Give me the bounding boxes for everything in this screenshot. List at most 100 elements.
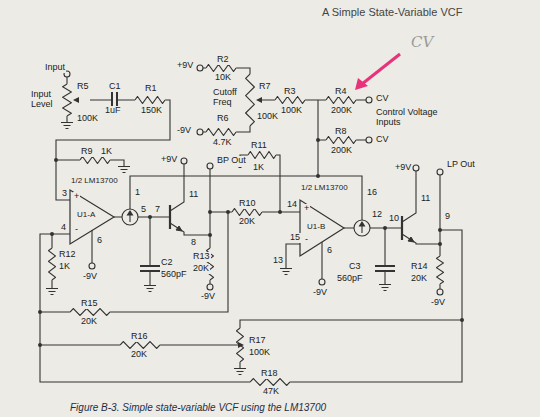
component-label: LP Out <box>446 160 476 170</box>
resistor-symbol <box>232 209 262 216</box>
wire <box>40 68 462 382</box>
ground-symbol <box>46 289 58 295</box>
component-label: R2 <box>216 55 230 65</box>
component-label: 200K <box>330 106 353 116</box>
resistor-symbol <box>275 97 305 104</box>
opamp-symbol <box>300 200 344 256</box>
resistor-symbol <box>135 97 165 104</box>
component-label: 47K <box>262 387 280 397</box>
ground-symbol <box>46 123 391 375</box>
component-label: + <box>303 204 310 214</box>
component-label: 12 <box>371 210 383 220</box>
component-label: R17 <box>248 336 267 346</box>
resistor-symbol <box>326 137 356 144</box>
transistor-symbol <box>408 237 414 242</box>
component-label: -9V <box>176 126 192 136</box>
component-label: 3 <box>61 189 68 199</box>
component-label: 14 <box>286 200 298 210</box>
component-label: +9V <box>160 155 178 165</box>
capacitor-symbol <box>112 92 395 271</box>
transistor-symbol <box>170 205 414 242</box>
component-label: 1K <box>58 262 71 272</box>
component-label: 560pF <box>160 270 188 280</box>
wiper-arrow <box>256 97 262 103</box>
component-label: -9V <box>312 288 328 298</box>
component-label: Input Level <box>30 90 62 110</box>
component-label: 100K <box>248 348 271 358</box>
annotation-arrow <box>362 54 400 84</box>
terminal <box>197 65 203 71</box>
component-label: 1K <box>100 147 113 157</box>
junction-dot <box>54 158 58 162</box>
resistor-symbol <box>237 328 244 362</box>
component-label: R18 <box>260 369 279 379</box>
component-label: 20K <box>80 317 98 327</box>
resistor-symbol <box>250 379 290 386</box>
component-label: CV <box>375 135 390 145</box>
wire <box>40 68 462 382</box>
junction-dot <box>460 318 464 322</box>
resistor-symbol <box>80 157 110 164</box>
component-label: R11 <box>250 141 268 151</box>
component-label: R5 <box>76 82 90 92</box>
junction-dot <box>316 138 320 142</box>
junction-dot <box>208 233 212 237</box>
component-label: - <box>304 235 309 245</box>
component-label: R10 <box>238 199 257 209</box>
component-label: BP Out <box>216 156 247 166</box>
junction-dot <box>148 215 152 219</box>
component-label: CV <box>375 94 390 104</box>
component-label: 1K <box>252 163 265 173</box>
component-label: R4 <box>334 87 348 97</box>
component-label: - <box>74 225 79 235</box>
component-label: 20K <box>130 350 148 360</box>
annotation-arrow <box>355 54 400 90</box>
terminal <box>207 163 213 169</box>
component-label: 20K <box>238 217 256 227</box>
component-label: 1/2 LM13700 <box>70 177 119 186</box>
resistor-symbol <box>49 248 56 280</box>
resistor-symbol <box>206 65 236 72</box>
junction-dot <box>316 174 320 178</box>
component-label: 1 <box>134 188 141 198</box>
component-label: 1/2 LM13700 <box>300 184 349 193</box>
component-label: Input <box>44 63 66 73</box>
opamp-symbol <box>70 190 114 244</box>
terminal <box>181 158 187 164</box>
component-label: R12 <box>58 250 77 260</box>
component-label: 200K <box>330 146 353 156</box>
junction-dot <box>50 232 54 236</box>
terminal <box>437 289 443 295</box>
component-label: 11 <box>188 190 199 200</box>
component-label: R9 <box>80 147 94 157</box>
component-label: 7 <box>154 205 161 215</box>
component-label: +9V <box>176 61 194 71</box>
opamp-symbol <box>70 190 344 256</box>
transistor-symbol <box>176 226 182 231</box>
ground-symbol <box>379 285 391 291</box>
component-label: R8 <box>334 127 348 137</box>
component-label: R15 <box>80 299 99 309</box>
component-label: 9 <box>444 212 451 222</box>
component-label: +9V <box>394 163 412 173</box>
component-label: + <box>73 192 80 202</box>
component-label: 10K <box>214 73 232 83</box>
component-label: R6 <box>216 114 230 124</box>
component-label: R14 <box>410 262 429 272</box>
component-label: C3 <box>348 262 362 272</box>
resistor-symbol <box>63 84 72 116</box>
current-source-symbol <box>128 211 133 215</box>
component-label: R3 <box>283 87 297 97</box>
component-label: 13 <box>272 256 284 266</box>
resistor-symbol <box>437 256 444 284</box>
component-label: Cutoff Freq <box>212 88 244 108</box>
junction-dot <box>38 343 42 347</box>
resistor-symbol <box>120 342 160 349</box>
component-label: U1-B <box>306 223 326 232</box>
component-label: 100K <box>256 112 279 122</box>
transistor-symbol <box>170 205 402 240</box>
ground-symbol <box>61 123 73 129</box>
terminal <box>64 65 443 295</box>
terminal <box>437 169 443 175</box>
ground-symbol <box>234 369 246 375</box>
